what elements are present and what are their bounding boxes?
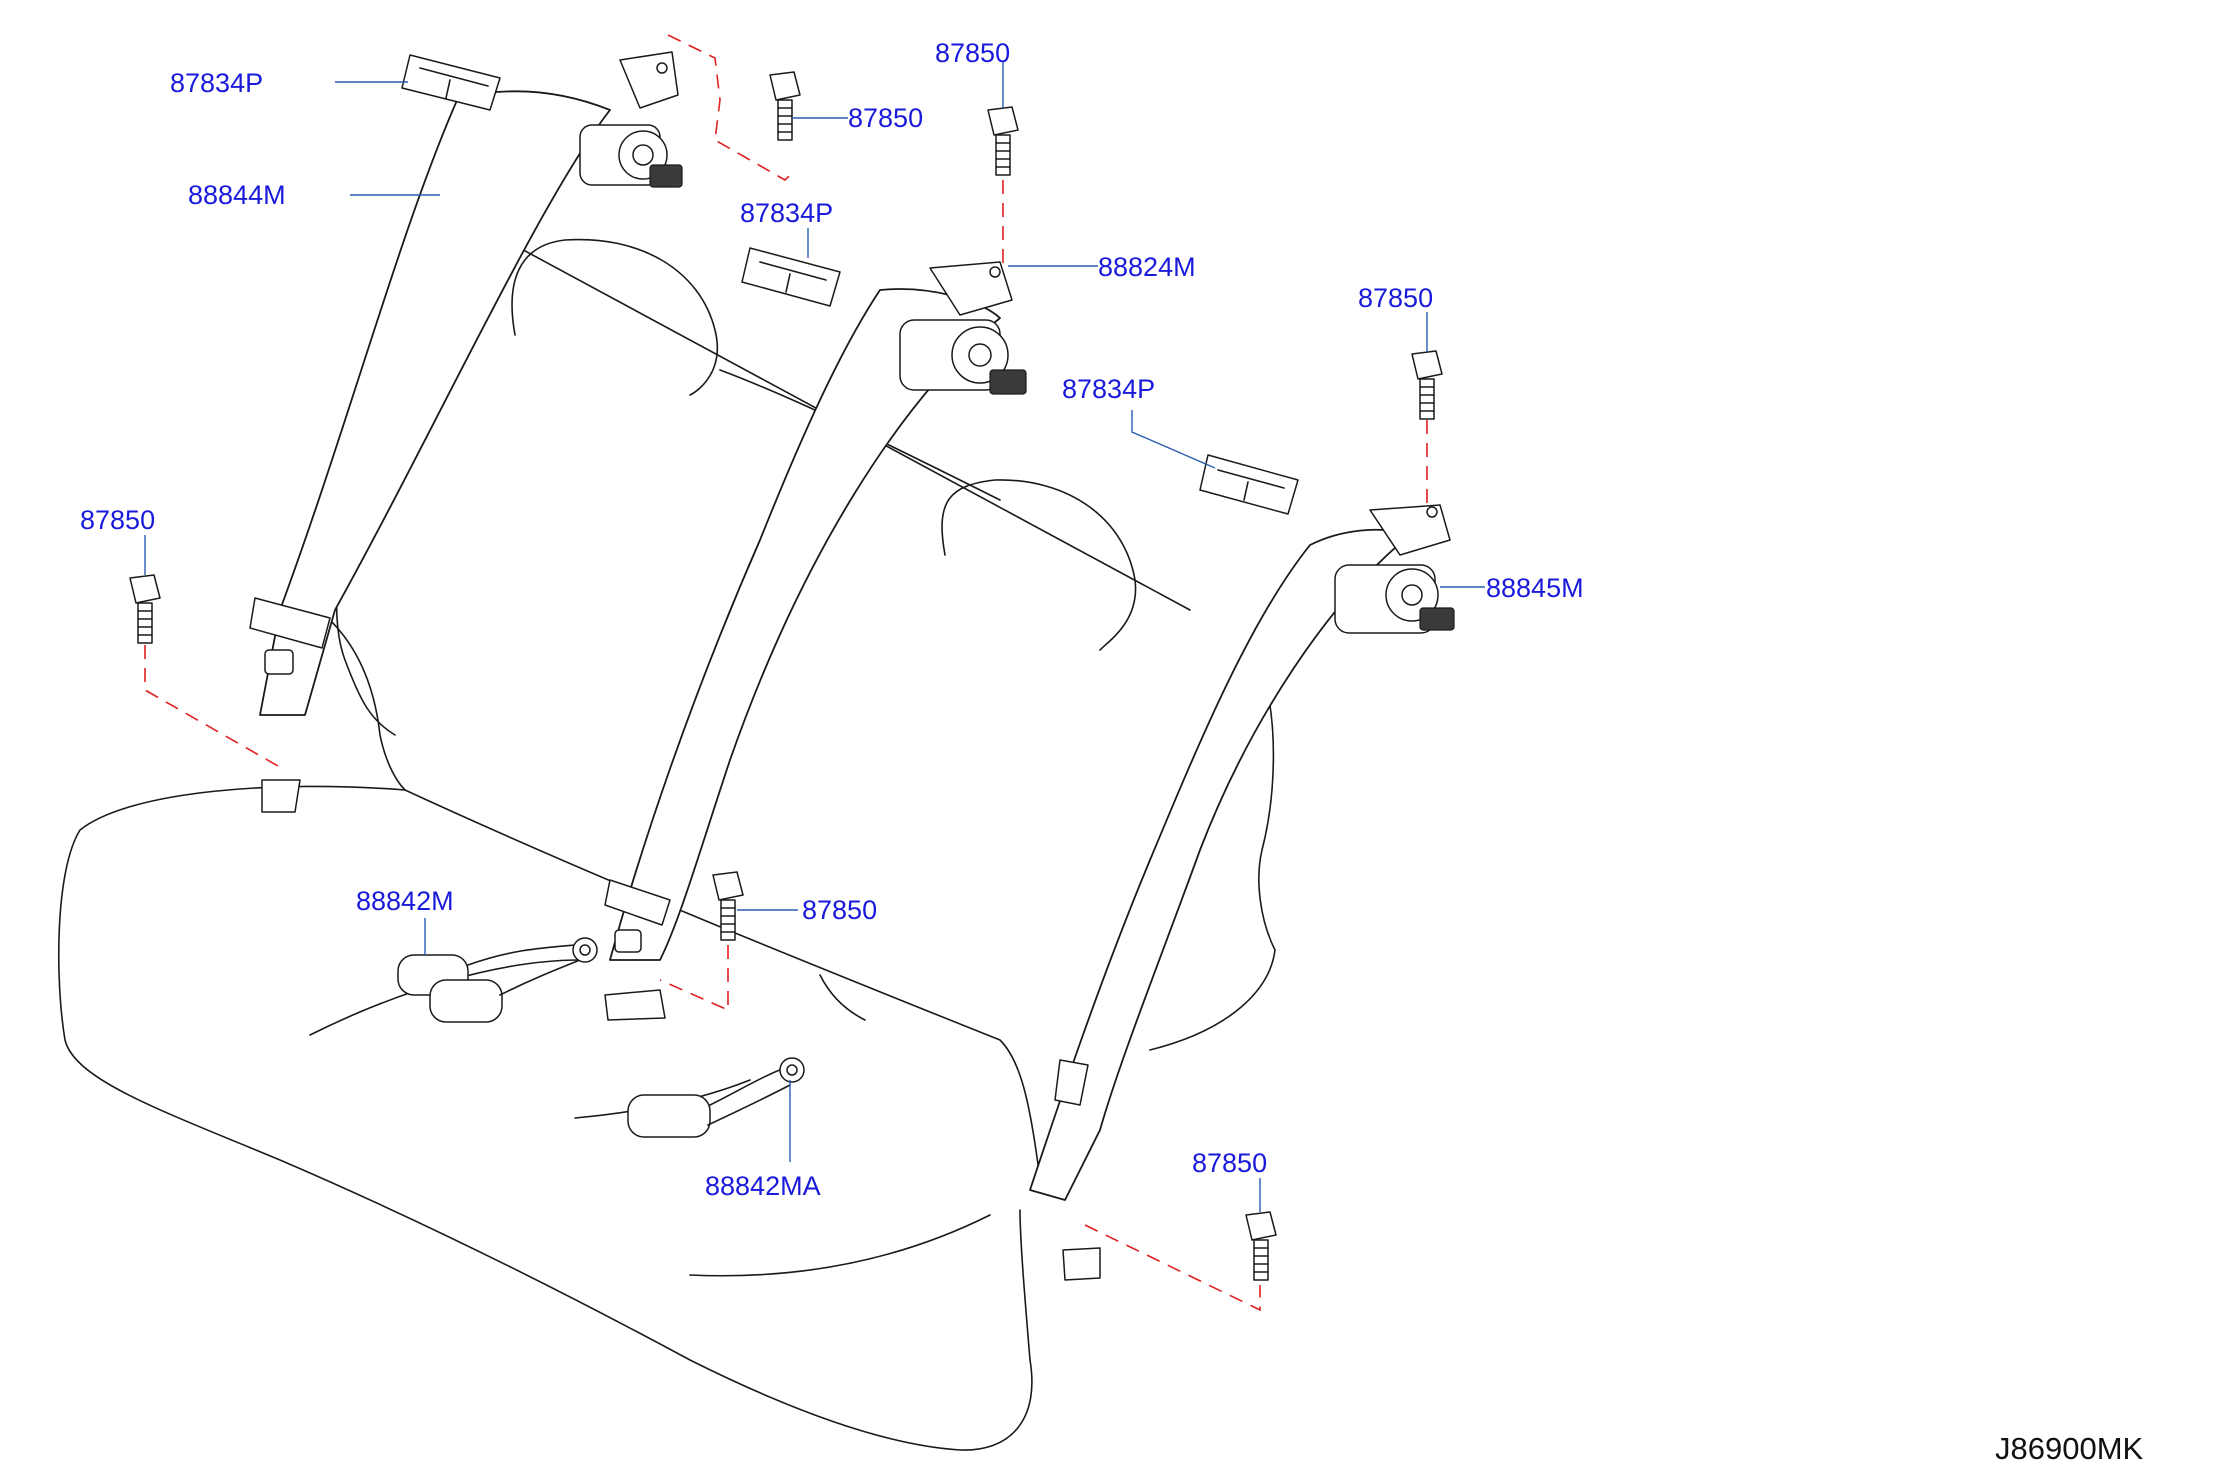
bolt-top-center (987, 106, 1019, 176)
seat-cushion-seam (404, 789, 1041, 1181)
dash-top-left (667, 34, 791, 181)
label-belt-left: 88844M (188, 180, 286, 210)
label-bolt-right-top: 87850 (1358, 283, 1433, 313)
label-cover-left: 87834P (170, 68, 263, 98)
bolt-top-left (769, 71, 801, 141)
tongue-left (249, 597, 331, 813)
seat-crease-right (689, 1214, 991, 1277)
cover-center (741, 247, 841, 307)
tongue-center (604, 879, 671, 1021)
label-bolt-center-anchor: 87850 (802, 895, 877, 925)
bolt-right-top (1411, 350, 1443, 420)
assembly-lines (144, 34, 1428, 1312)
bolt-right-anchor (1245, 1211, 1277, 1281)
retractors (579, 51, 1455, 634)
bolt-center-anchor (712, 871, 744, 941)
belt-left-webbing (259, 90, 611, 716)
headrest-right (941, 479, 1137, 651)
seat-bump (819, 974, 866, 1021)
retractor-right (1334, 504, 1455, 634)
cover-right (1199, 454, 1299, 515)
seatback-left-bolster (329, 619, 406, 791)
belts (259, 90, 1411, 1201)
label-retractor-right: 88845M (1486, 573, 1584, 603)
seatback-right-side (1149, 664, 1276, 1051)
label-cover-right: 87834P (1062, 374, 1155, 404)
diagram-reference-code: J86900MK (1995, 1431, 2144, 1466)
label-bolt-top-center-a: 87850 (935, 38, 1010, 68)
leader-lines (144, 62, 1485, 1212)
tongue-right (1054, 1059, 1101, 1281)
cover-top-left (401, 54, 501, 111)
label-retractor-center: 88824M (1098, 252, 1196, 282)
retractor-center (899, 261, 1027, 395)
headrest-left (511, 238, 718, 396)
retractor-top-left (579, 51, 683, 188)
dash-center-anchor (659, 945, 729, 1012)
label-bolt-top-center-b: 87850 (848, 103, 923, 133)
label-buckle-double: 88842M (356, 886, 454, 916)
dash-right-anchor (1084, 1224, 1261, 1312)
bolt-left-anchor (129, 574, 161, 644)
part-labels: 87834P 88844M 87850 87850 87834P 88824M … (80, 38, 1584, 1201)
tongues-and-buckles (249, 597, 1101, 1281)
seat-cushion-front (57, 785, 1033, 1451)
buckle-double (397, 937, 598, 1023)
label-bolt-right-anchor: 87850 (1192, 1148, 1267, 1178)
buckle-single (627, 1057, 805, 1138)
label-bolt-left-anchor: 87850 (80, 505, 155, 535)
belt-right-webbing (1029, 528, 1411, 1201)
bolts (129, 71, 1443, 1281)
covers (401, 54, 1299, 515)
label-cover-center: 87834P (740, 198, 833, 228)
label-buckle-single: 88842MA (705, 1171, 821, 1201)
